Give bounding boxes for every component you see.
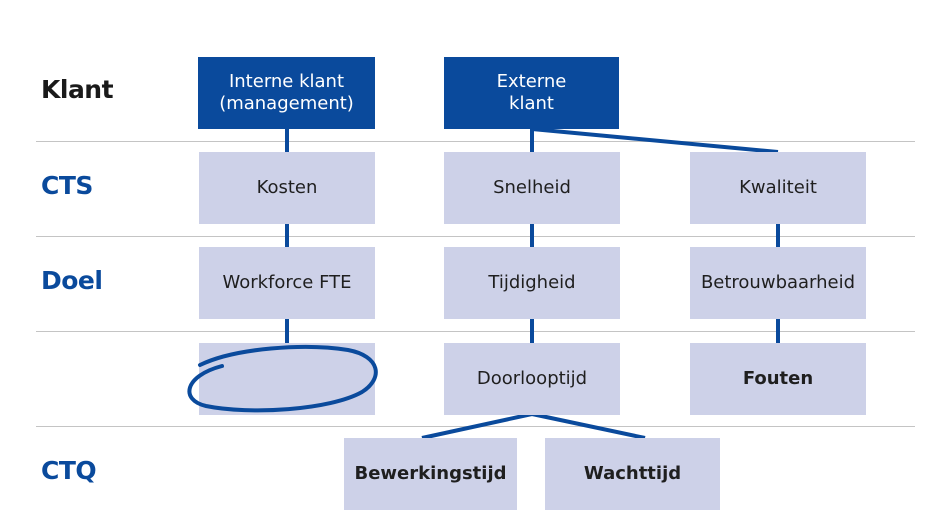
connector-extern-kwaliteit [531, 127, 779, 154]
box-bewerkingstijd: Bewerkingstijd [344, 438, 517, 510]
row-label-doel: Doel [41, 266, 103, 295]
connector-doorlooptijd-wachttijd [531, 412, 646, 440]
box-workforce-fte-label: Workforce FTE [222, 272, 352, 293]
box-doorlooptijd-label: Doorlooptijd [476, 368, 588, 389]
box-externe-klant: Externe klant [444, 57, 619, 129]
connector-doorlooptijd-bewerkingstijd [421, 412, 533, 440]
box-bewerkingstijd-label: Bewerkingstijd [354, 463, 507, 484]
box-externe-klant-label: Externe klant [496, 71, 567, 114]
box-wachttijd-label: Wachttijd [583, 463, 682, 484]
box-kosten: Kosten [199, 152, 375, 224]
box-fouten-label: Fouten [742, 368, 814, 389]
box-kwaliteit-label: Kwaliteit [739, 177, 817, 198]
box-snelheid-label: Snelheid [493, 177, 571, 198]
box-snelheid: Snelheid [444, 152, 620, 224]
row-label-cts: CTS [41, 171, 93, 200]
box-interne-klant: Interne klant (management) [198, 57, 375, 129]
box-kosten-label: Kosten [256, 177, 318, 198]
box-tijdigheid-label: Tijdigheid [488, 272, 576, 293]
box-doorlooptijd: Doorlooptijd [444, 343, 620, 415]
box-kwaliteit: Kwaliteit [690, 152, 866, 224]
box-wachttijd: Wachttijd [545, 438, 720, 510]
box-tijdigheid: Tijdigheid [444, 247, 620, 319]
box-betrouwbaarheid: Betrouwbaarheid [690, 247, 866, 319]
box-workforce-fte: Workforce FTE [199, 247, 375, 319]
box-empty-metric [199, 343, 375, 415]
box-betrouwbaarheid-label: Betrouwbaarheid [700, 272, 856, 293]
row-label-ctq: CTQ [41, 456, 97, 485]
box-interne-klant-label: Interne klant (management) [219, 71, 354, 114]
box-fouten: Fouten [690, 343, 866, 415]
row-label-klant: Klant [41, 75, 114, 104]
